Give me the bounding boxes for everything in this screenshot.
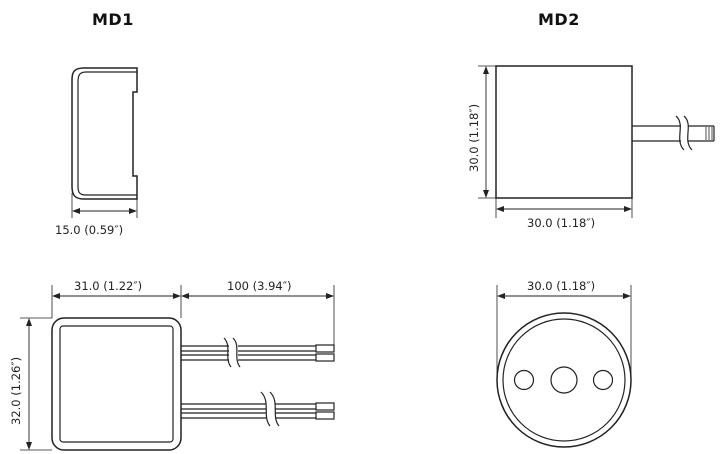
md1-wire-length-dimension: 100 (3.94″) [181,279,335,345]
md1-height-label: 32.0 (1.26″) [9,357,23,425]
md1-height-dimension: 32.0 (1.26″) [9,317,52,451]
md2-side-height-dimension: 30.0 (1.18″) [467,65,496,199]
md1-side-width-label: 15.0 (0.59″) [55,223,123,237]
md2-bottom-diameter-label: 30.0 (1.18″) [527,279,595,293]
md1-top-view [51,317,182,451]
md1-top-width-label: 31.0 (1.22″) [74,279,142,293]
md2-bottom-view [496,312,632,448]
md1-side-view [71,67,138,200]
md1-wires [181,337,335,427]
md1-heading: MD1 [92,10,134,29]
md1-top-width-dimension: 31.0 (1.22″) [51,279,182,318]
md2-side-view [495,65,633,199]
md1-wire-length-label: 100 (3.94″) [227,279,291,293]
md2-side-width-label: 30.0 (1.18″) [527,216,595,230]
md1-side-width-dimension: 15.0 (0.59″) [55,193,138,237]
md2-side-width-dimension: 30.0 (1.18″) [495,198,633,230]
md2-heading: MD2 [538,10,580,29]
md2-cable [632,115,715,151]
md2-side-height-label: 30.0 (1.18″) [467,104,481,172]
md2-bottom-diameter-dimension: 30.0 (1.18″) [496,279,632,378]
